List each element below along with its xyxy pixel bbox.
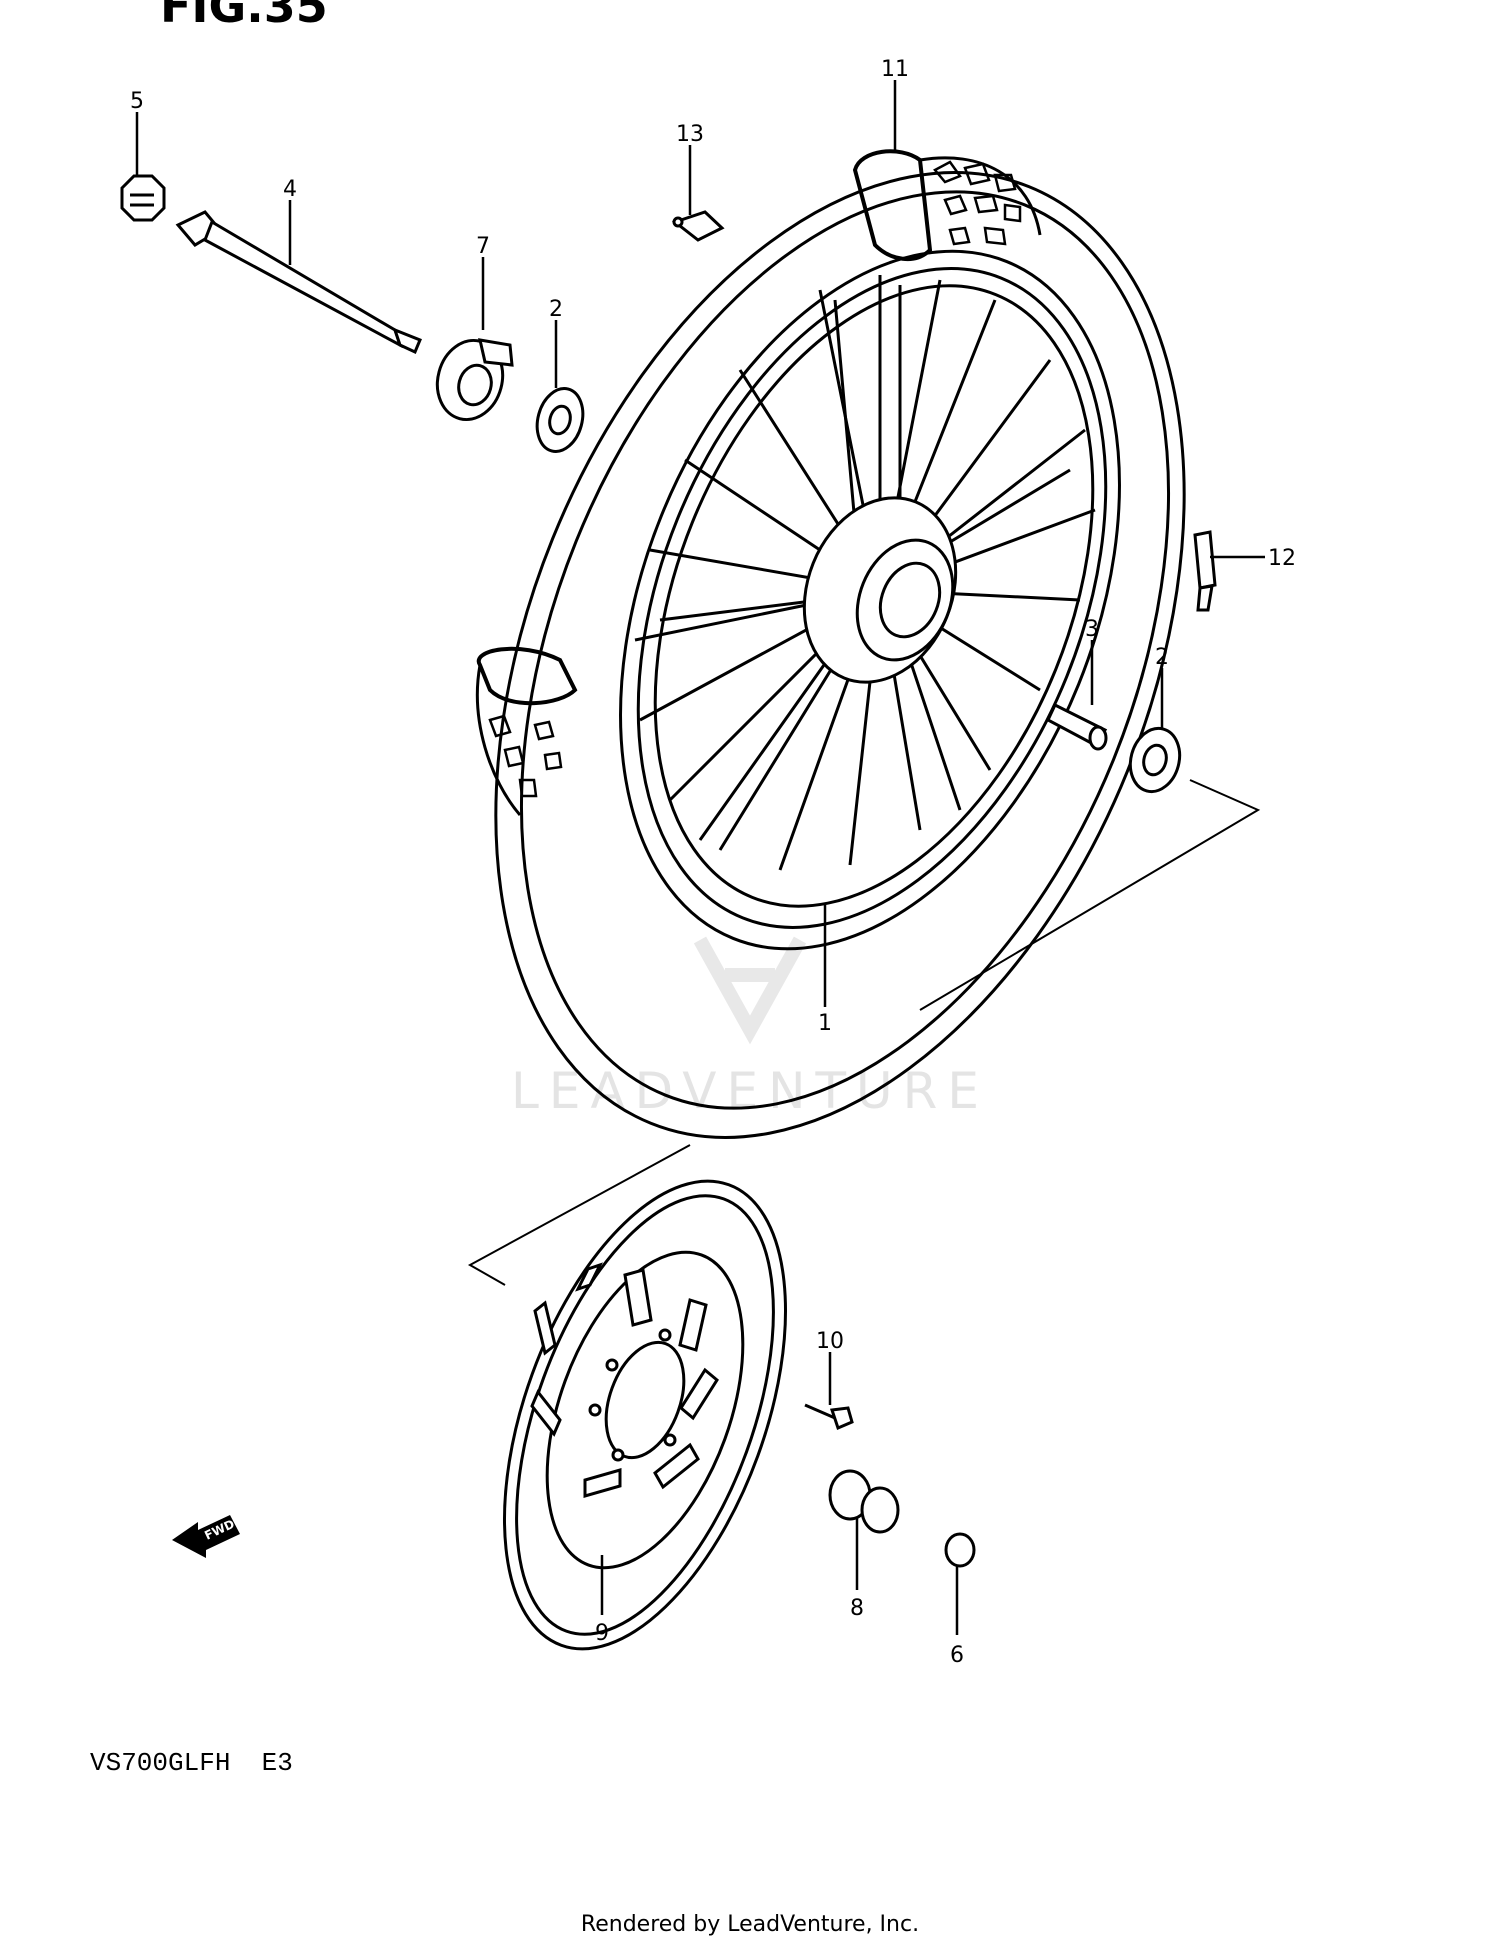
wheel-bearing-left bbox=[535, 387, 585, 453]
front-axle bbox=[175, 210, 422, 355]
callout-5: 5 bbox=[130, 89, 144, 114]
clamp bbox=[671, 210, 725, 242]
callout-9: 9 bbox=[595, 1621, 609, 1646]
callout-13: 13 bbox=[676, 122, 704, 147]
axle-collar bbox=[828, 1469, 900, 1534]
axle-cap bbox=[944, 1532, 976, 1568]
callout-2-right: 2 bbox=[1155, 645, 1169, 670]
wheel-spacer bbox=[1046, 702, 1108, 751]
speedometer-gearbox bbox=[435, 338, 514, 422]
footer-credit: Rendered by LeadVenture, Inc. bbox=[581, 1912, 919, 1937]
assembly-lines bbox=[467, 779, 1261, 1286]
callout-12: 12 bbox=[1268, 546, 1296, 571]
front-tire bbox=[475, 149, 1186, 1139]
callout-1: 1 bbox=[818, 1011, 832, 1036]
watermark-logo bbox=[693, 936, 807, 1045]
callout-3: 3 bbox=[1085, 617, 1099, 642]
callout-leaders bbox=[135, 80, 1265, 1635]
disc-bolt bbox=[804, 1403, 854, 1431]
callout-4: 4 bbox=[283, 177, 297, 202]
callout-11: 11 bbox=[881, 57, 909, 82]
wheel-bearing-right bbox=[1128, 726, 1182, 794]
callout-7: 7 bbox=[476, 234, 490, 259]
callout-10: 10 bbox=[816, 1329, 844, 1354]
wheel-hub bbox=[802, 496, 958, 684]
callout-6: 6 bbox=[950, 1643, 964, 1668]
front-wheel-rim bbox=[619, 249, 1121, 951]
tire-valve bbox=[1193, 530, 1217, 612]
brake-disc bbox=[503, 1179, 787, 1651]
callout-8: 8 bbox=[850, 1596, 864, 1621]
callout-2-left: 2 bbox=[549, 297, 563, 322]
watermark-text: LEADVENTURE bbox=[511, 1062, 989, 1120]
wheel-spokes bbox=[634, 275, 1096, 871]
axle-nut bbox=[120, 174, 166, 222]
figure-title: FIG.35 bbox=[160, 0, 328, 33]
model-label: VS700GLFH E3 bbox=[90, 1748, 293, 1778]
